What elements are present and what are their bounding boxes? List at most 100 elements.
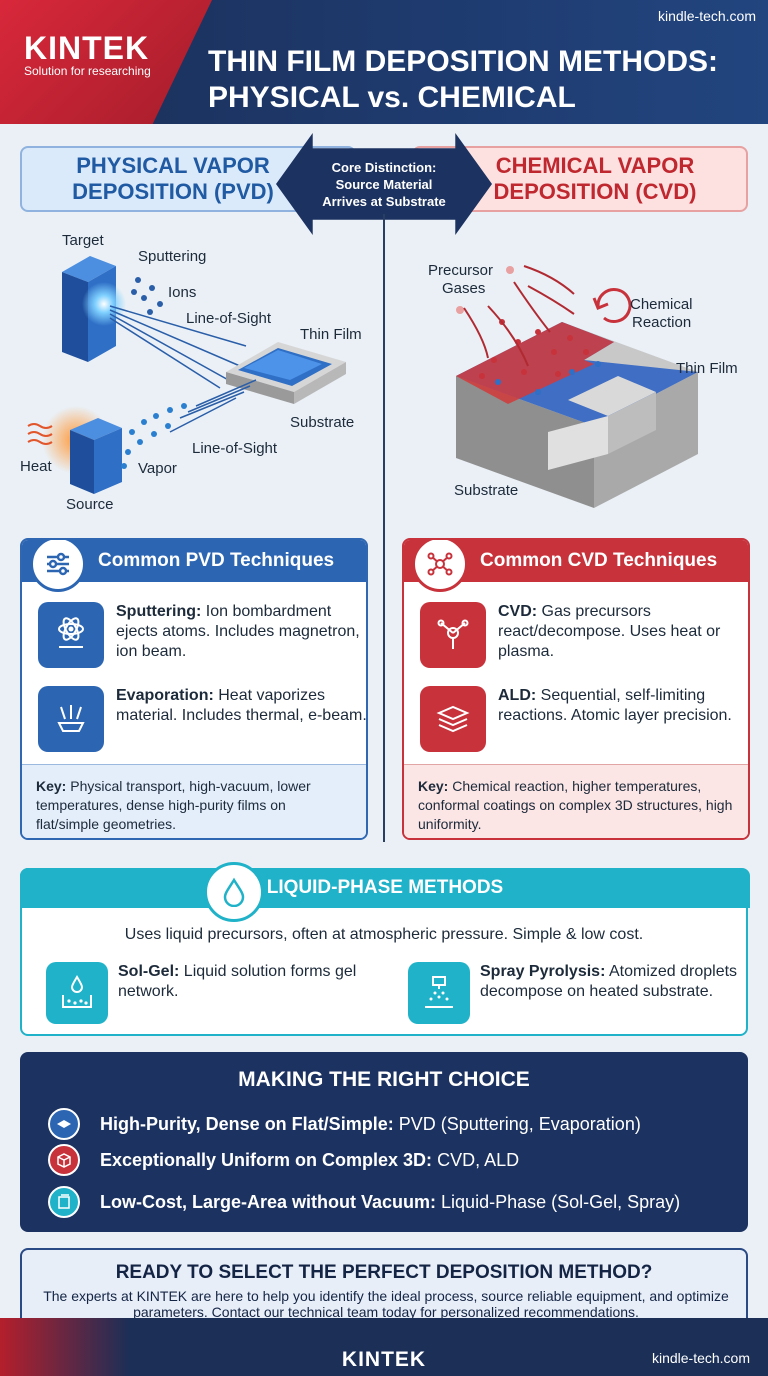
label-reaction: Reaction	[632, 314, 692, 331]
pvd-title-line1: PHYSICAL VAPOR	[76, 153, 270, 178]
cvd-tech2-desc: Sequential, self-limiting reactions. Ato…	[498, 687, 732, 724]
page-title-line1: THIN FILM DEPOSITION METHODS:	[208, 45, 718, 78]
choice-row-pvd-value: PVD (Sputtering, Evaporation)	[393, 1114, 641, 1134]
droplet-icon	[204, 862, 264, 922]
pvd-tech1-desc: Ion bombardment ejects atoms. Includes m…	[116, 603, 360, 660]
line-of-sight-rays	[109, 305, 247, 389]
choice-row-pvd-label: High-Purity, Dense on Flat/Simple:	[100, 1114, 394, 1134]
right-choice-section: MAKING THE RIGHT CHOICE High-Purity, Den…	[20, 1052, 748, 1232]
atom-icon	[38, 602, 104, 668]
cta-body: The experts at KINTEK are here to help y…	[43, 1288, 729, 1320]
cvd-key-text: Chemical reaction, higher temperatures, …	[418, 778, 733, 832]
center-divider	[383, 214, 385, 842]
precursor-dots	[456, 266, 589, 379]
cvd-tech2-name: ALD:	[498, 687, 537, 704]
page-title-line2: PHYSICAL vs. CHEMICAL	[208, 81, 576, 114]
footer-accent	[0, 1318, 130, 1376]
layers-icon	[420, 686, 486, 752]
pvd-key-text: Physical transport, high-vacuum, lower t…	[36, 778, 311, 832]
ion-dots	[131, 277, 163, 315]
label-ions: Ions	[168, 284, 197, 301]
logo-tagline: Solution for researching	[24, 64, 151, 78]
pvd-tech2-desc: Heat vaporizes material. Includes therma…	[116, 687, 367, 724]
choice-row-liquid-label: Low-Cost, Large-Area without Vacuum:	[100, 1192, 437, 1212]
sol-gel-text: Sol-Gel: Liquid solution forms gel netwo…	[118, 962, 368, 1002]
pvd-key-label: Key:	[36, 778, 67, 794]
sol-gel-desc: Liquid solution forms gel network.	[118, 963, 357, 1000]
cvd-tech-cvd: CVD: Gas precursors react/decompose. Use…	[420, 602, 740, 668]
label-thin-film: Thin Film	[300, 326, 362, 343]
footer: KINTEK kindle-tech.com	[0, 1318, 768, 1376]
core-distinction-text: Core Distinction: Source Material Arrive…	[322, 159, 446, 209]
cvd-key-label: Key:	[418, 778, 449, 794]
label-heat: Heat	[20, 458, 52, 475]
pvd-tech2-name: Evaporation:	[116, 687, 214, 704]
label-sputtering: Sputtering	[138, 248, 207, 265]
target-block	[62, 256, 126, 362]
spray-desc: Atomized droplets decompose on heated su…	[480, 963, 738, 1000]
substrate-block	[226, 342, 346, 404]
pvd-title-line2: DEPOSITION (PVD)	[72, 179, 274, 204]
cvd-tech2-text: ALD: Sequential, self-limiting reactions…	[498, 686, 748, 726]
pvd-tech1-name: Sputtering:	[116, 603, 202, 620]
layer-stack-icon	[48, 1108, 80, 1140]
cube-icon	[48, 1144, 80, 1176]
cvd-tech1-name: CVD:	[498, 603, 538, 620]
page-title: THIN FILM DEPOSITION METHODS: PHYSICAL v…	[208, 44, 756, 116]
cvd-tech1-desc: Gas precursors react/decompose. Uses hea…	[498, 603, 721, 660]
cvd-techniques-card: Common CVD Techniques CVD: Gas precursor…	[402, 538, 750, 840]
pvd-illustration	[27, 256, 346, 494]
cvd-title-line1: CHEMICAL VAPOR	[495, 153, 695, 178]
choice-title: MAKING THE RIGHT CHOICE	[238, 1068, 530, 1091]
liquid-phase-subtitle: Uses liquid precursors, often at atmosph…	[124, 926, 644, 943]
label-line-of-sight-1: Line-of-Sight	[186, 310, 272, 327]
core-distinction-arrow: Core Distinction: Source Material Arrive…	[276, 133, 492, 235]
liquid-sol-gel: Sol-Gel: Liquid solution forms gel netwo…	[46, 962, 376, 1026]
label-cvd-thin-film: Thin Film	[676, 360, 738, 377]
sliders-icon	[30, 540, 86, 592]
film-dots	[495, 361, 601, 395]
pvd-techniques-card: Common PVD Techniques Sputtering: Ion bo…	[20, 538, 368, 840]
cvd-tech1-text: CVD: Gas precursors react/decompose. Use…	[498, 602, 748, 662]
cvd-substrate	[456, 322, 698, 508]
chemical-reaction-icon	[592, 288, 632, 323]
label-substrate: Substrate	[290, 414, 355, 431]
label-precursor: Precursor	[428, 262, 494, 279]
cta-title: READY TO SELECT THE PERFECT DEPOSITION M…	[115, 1262, 653, 1283]
spray-icon	[408, 962, 470, 1024]
vapor-rays	[169, 379, 257, 433]
header: KINTEK Solution for researching kindle-t…	[0, 0, 768, 124]
evaporation-icon	[38, 686, 104, 752]
source-block	[42, 406, 122, 494]
label-gases: Gases	[442, 280, 486, 297]
label-target: Target	[62, 232, 104, 249]
heat-waves	[27, 423, 53, 445]
precursor-arrows	[463, 265, 575, 367]
pvd-tech2-text: Evaporation: Heat vaporizes material. In…	[116, 686, 367, 726]
liquid-phase-section: LIQUID-PHASE METHODS Uses liquid precurs…	[20, 862, 750, 1036]
liquid-phase-title: LIQUID-PHASE METHODS	[20, 868, 750, 908]
label-chemical: Chemical	[630, 296, 693, 313]
choice-row-liquid-text: Low-Cost, Large-Area without Vacuum: Liq…	[100, 1184, 680, 1220]
sheet-icon	[48, 1186, 80, 1218]
liquid-spray-pyrolysis: Spray Pyrolysis: Atomized droplets decom…	[408, 962, 738, 1026]
spray-name: Spray Pyrolysis:	[480, 963, 606, 980]
footer-logo[interactable]: KINTEK	[341, 1348, 427, 1371]
pvd-tech-evaporation: Evaporation: Heat vaporizes material. In…	[38, 686, 366, 752]
label-source: Source	[66, 496, 114, 513]
choice-row-cvd-text: Exceptionally Uniform on Complex 3D: CVD…	[100, 1142, 519, 1178]
sol-gel-icon	[46, 962, 108, 1024]
reaction-icon	[420, 602, 486, 668]
cvd-key: Key: Chemical reaction, higher temperatu…	[404, 764, 748, 838]
choice-row-cvd-label: Exceptionally Uniform on Complex 3D:	[100, 1150, 433, 1170]
cvd-title-line2: DEPOSITION (CVD)	[493, 179, 697, 204]
pvd-tech-sputtering: Sputtering: Ion bombardment ejects atoms…	[38, 602, 360, 668]
label-line-of-sight-2: Line-of-Sight	[192, 440, 278, 457]
cvd-illustration	[456, 265, 698, 508]
choice-row-pvd-text: High-Purity, Dense on Flat/Simple: PVD (…	[100, 1106, 641, 1142]
footer-site-link[interactable]: kindle-tech.com	[651, 1350, 750, 1366]
pvd-tech1-text: Sputtering: Ion bombardment ejects atoms…	[116, 602, 366, 662]
site-link[interactable]: kindle-tech.com	[657, 8, 756, 24]
kintek-logo[interactable]: KINTEK	[24, 30, 150, 66]
label-vapor: Vapor	[138, 460, 177, 477]
